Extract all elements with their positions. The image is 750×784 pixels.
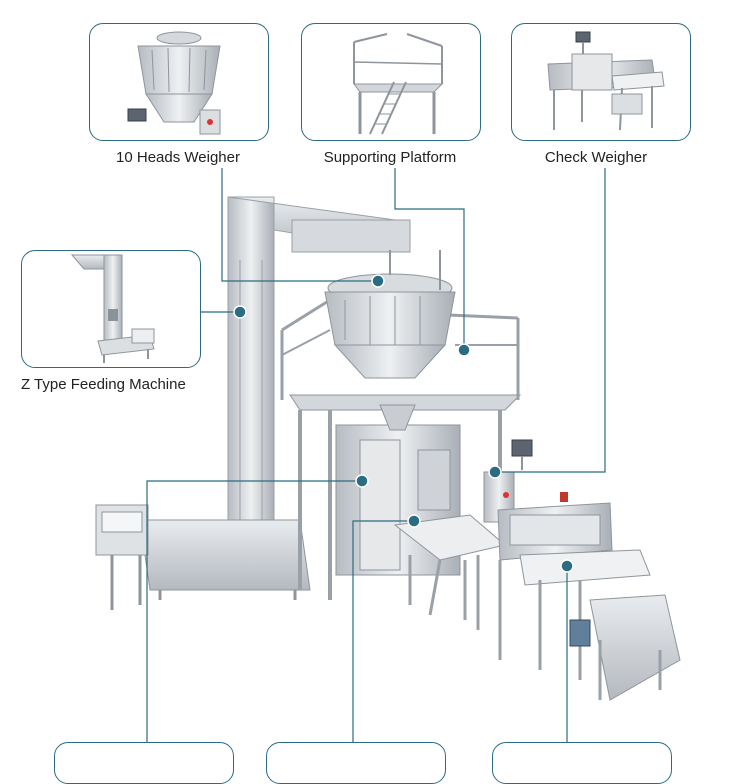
- connector-bottom-middle: [352, 520, 414, 750]
- connector-check-weigher: [495, 168, 606, 473]
- label-heads-weigher: 10 Heads Weigher: [116, 149, 240, 166]
- connector-supporting-platform: [394, 168, 465, 350]
- heads-weigher-image: [127, 31, 221, 135]
- dot-z-feeding: [233, 305, 247, 319]
- dot-bottom-left: [355, 474, 369, 488]
- connector-heads-weigher: [221, 168, 378, 282]
- card-heads-weigher: [89, 23, 269, 141]
- label-check-weigher: Check Weigher: [544, 149, 648, 166]
- dot-bottom-middle: [407, 514, 421, 528]
- card-bottom-middle: [266, 742, 446, 784]
- check-weigher-image: [547, 31, 665, 131]
- card-bottom-right: [492, 742, 672, 784]
- connector-dots: [233, 274, 574, 573]
- card-bottom-left: [54, 742, 234, 784]
- label-z-feeding: Z Type Feeding Machine: [21, 376, 186, 393]
- dot-supporting-platform: [457, 343, 471, 357]
- dot-heads-weigher: [371, 274, 385, 288]
- diagram-canvas: [95, 168, 681, 750]
- dot-check-weigher: [488, 465, 502, 479]
- connector-lines: [146, 168, 606, 750]
- card-z-feeding: [21, 250, 201, 368]
- supporting-platform-image: [353, 33, 444, 135]
- card-check-weigher: [511, 23, 691, 141]
- packaging-line-diagram: 10 Heads Weigher Supporting Platform Che…: [21, 23, 691, 784]
- z-feeding-image: [70, 254, 155, 363]
- card-supporting-platform: [301, 23, 481, 141]
- label-supporting-platform: Supporting Platform: [323, 149, 457, 166]
- dot-bottom-right: [560, 559, 574, 573]
- main-machine: [95, 196, 681, 701]
- connector-bottom-left: [146, 480, 362, 750]
